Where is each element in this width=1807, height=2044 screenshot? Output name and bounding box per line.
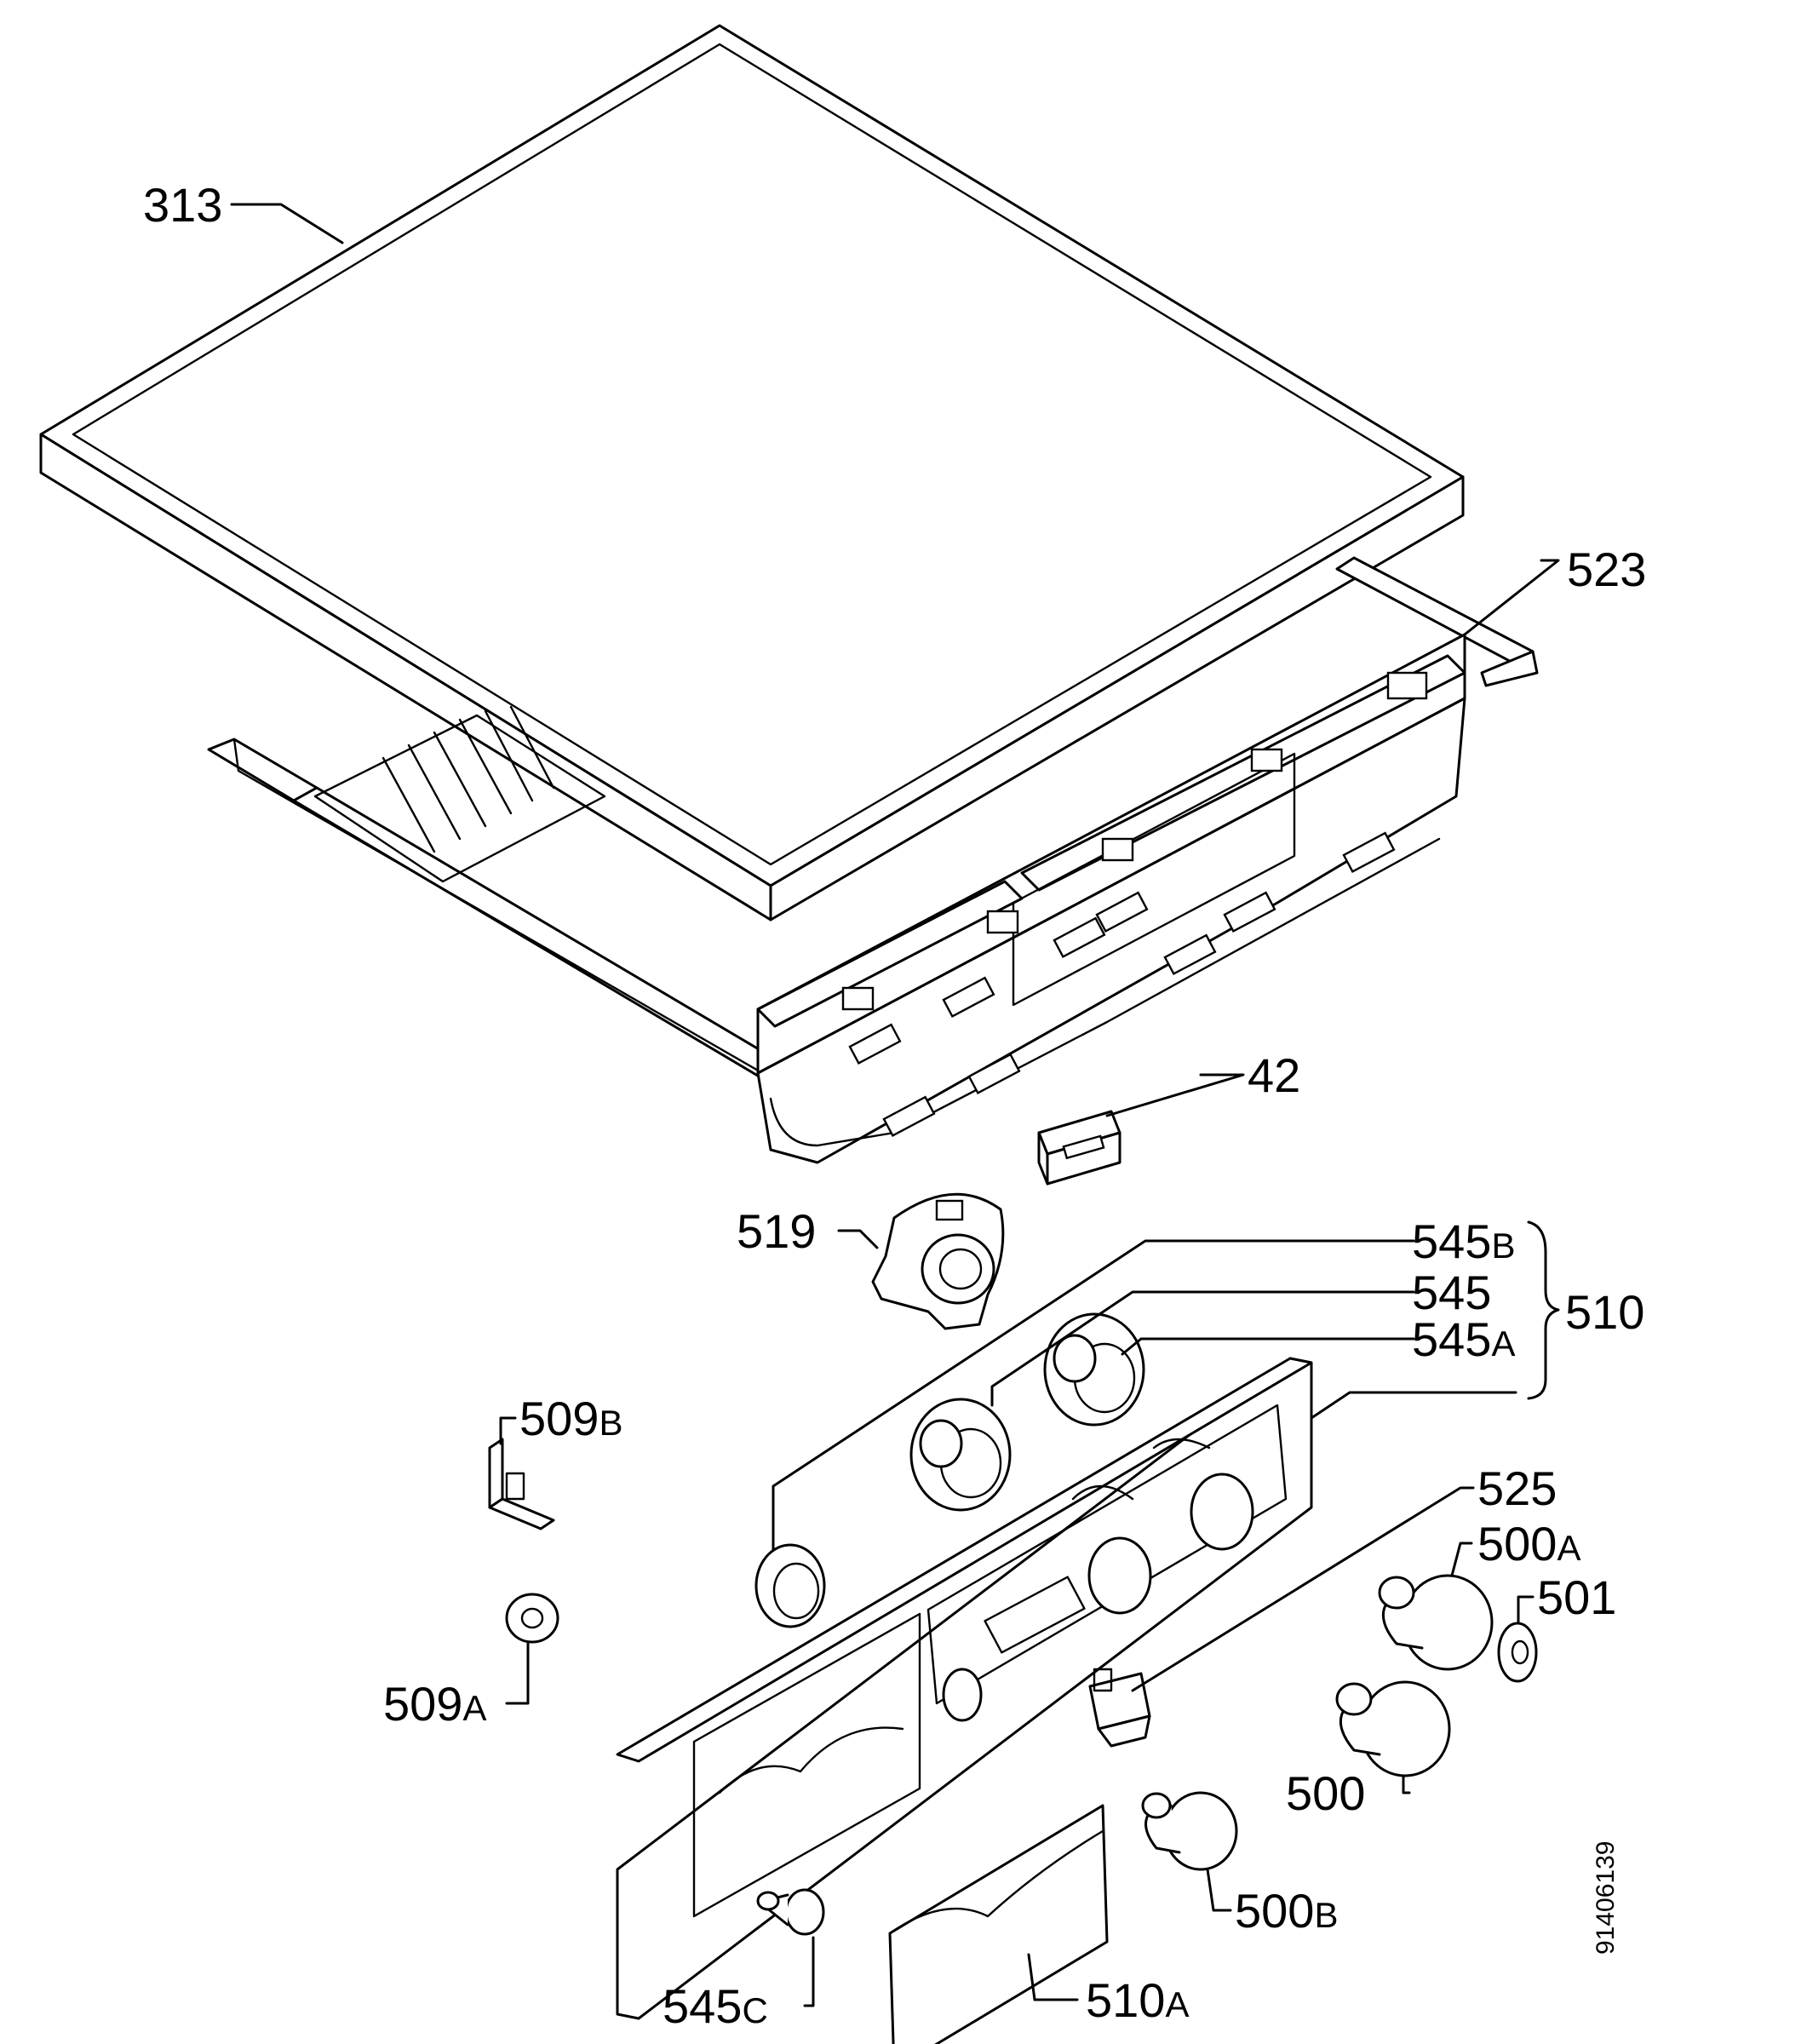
callout-500: 500 xyxy=(1286,1766,1365,1820)
part-42-switch-block[interactable] xyxy=(1037,1110,1121,1186)
callout-509b: 509B xyxy=(519,1392,622,1445)
leader-lines xyxy=(230,203,1560,2007)
callout-labels: 313 523 42 519 545B 545 545A 510 509B 50… xyxy=(143,178,1646,2033)
callout-510a: 510A xyxy=(1086,1973,1189,2027)
part-500b-knob[interactable] xyxy=(1141,1791,1238,1871)
part-525-switch[interactable] xyxy=(1088,1668,1151,1748)
part-510-control-panel[interactable] xyxy=(616,1357,1313,2020)
part-545a-ring-knob[interactable] xyxy=(1043,1312,1145,1427)
part-545c-screw[interactable] xyxy=(756,1888,825,1936)
part-509a-bush[interactable] xyxy=(505,1593,559,1644)
callout-510: 510 xyxy=(1565,1285,1644,1339)
callout-500a: 500A xyxy=(1477,1517,1580,1570)
callout-509a: 509A xyxy=(383,1677,486,1731)
drawing-number: 91406139 xyxy=(1592,1841,1620,1955)
part-523-top-frame[interactable] xyxy=(207,556,1539,1164)
part-519-knob-bracket[interactable] xyxy=(871,1192,1005,1330)
callout-545b: 545B xyxy=(1412,1214,1515,1268)
callout-519: 519 xyxy=(737,1204,816,1258)
callout-500b: 500B xyxy=(1235,1884,1338,1938)
callout-525: 525 xyxy=(1477,1461,1557,1515)
callout-501: 501 xyxy=(1537,1570,1616,1624)
callout-545c: 545C xyxy=(663,1979,768,2033)
callout-523: 523 xyxy=(1567,543,1646,596)
part-313-top-lid[interactable] xyxy=(39,24,1465,922)
callout-42: 42 xyxy=(1248,1048,1300,1102)
part-500a-knob[interactable] xyxy=(1378,1574,1494,1671)
part-500-knob[interactable] xyxy=(1335,1680,1451,1777)
part-545-ring-knob[interactable] xyxy=(909,1398,1012,1512)
part-501-washer[interactable] xyxy=(1497,1622,1538,1683)
callout-545a: 545A xyxy=(1412,1312,1515,1366)
callout-545: 545 xyxy=(1412,1266,1491,1319)
callout-313: 313 xyxy=(143,178,222,232)
part-545b-ring-knob[interactable] xyxy=(754,1543,826,1628)
part-510a-cover[interactable] xyxy=(888,1804,1109,2044)
part-509b-clip[interactable] xyxy=(488,1438,555,1530)
